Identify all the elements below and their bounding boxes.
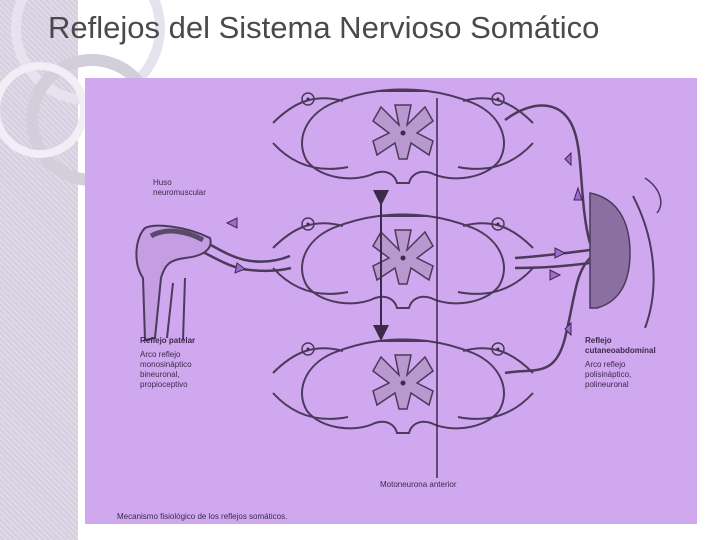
label-arco-monosinaptico: Arco reflejo monosináptico bineuronal, p… — [140, 350, 192, 389]
figure-caption: Mecanismo fisiológico de los reflejos so… — [117, 512, 288, 521]
spinal-segment-bottom — [272, 338, 534, 434]
spinal-segment-middle — [272, 213, 534, 309]
reflex-diagram: Huso neuromuscular Reflejo patelar Arco … — [85, 78, 697, 524]
reflex-diagram-drawing — [135, 88, 662, 478]
label-reflejo-patelar: Reflejo patelar — [140, 336, 196, 345]
label-arco-polisinaptico: Arco reflejo polisináptico, polineuronal — [585, 360, 632, 389]
label-reflejo-cutaneo: Reflejo cutaneoabdominal — [585, 336, 656, 355]
abdomen-drawing — [589, 177, 662, 329]
slide-title: Reflejos del Sistema Nervioso Somático — [48, 10, 600, 45]
label-motoneurona: Motoneurona anterior — [380, 480, 457, 489]
label-huso: Huso neuromuscular — [153, 178, 206, 197]
spinal-segment-top — [272, 88, 534, 184]
leg-drawing — [135, 224, 212, 342]
